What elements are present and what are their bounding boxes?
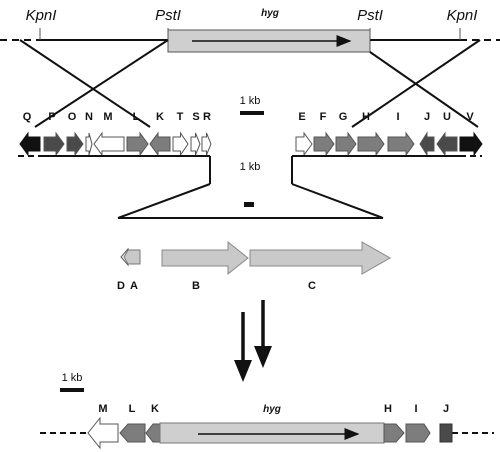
zoom-genes — [120, 240, 392, 276]
cluster-label-L: L — [133, 111, 140, 123]
gene-cluster-left — [19, 131, 212, 157]
top-hyg-label: hyg — [261, 8, 279, 19]
gene-G-arrow — [335, 131, 357, 157]
bottom-label-K: K — [151, 403, 159, 415]
cluster-label-H: H — [362, 111, 370, 123]
cluster-label-Q: Q — [23, 111, 32, 123]
cluster-label-P: P — [48, 111, 55, 123]
scale-mid-bar — [240, 111, 264, 115]
gene-B-arrow — [161, 240, 249, 276]
scale-zoom-bar — [244, 202, 254, 207]
pst-right-label: PstI — [357, 7, 383, 24]
gene-L-arrow — [126, 131, 149, 157]
gene-K-arrow — [149, 131, 171, 157]
bottom-gene-J — [439, 423, 453, 443]
cluster-label-K: K — [156, 111, 164, 123]
gene-P-arrow — [43, 131, 65, 157]
bottom-label-H: H — [384, 403, 392, 415]
scale-mid-label: 1 kb — [240, 95, 261, 107]
gene-U-arrow — [436, 131, 458, 157]
gene-T-arrow — [172, 131, 189, 157]
gene-H-arrow — [357, 131, 385, 157]
gene-F-arrow — [313, 131, 335, 157]
pst-left-label: PstI — [155, 7, 181, 24]
scale-bottom-label: 1 kb — [62, 372, 83, 384]
gene-D-label: D — [117, 280, 125, 292]
gene-O-arrow — [66, 131, 84, 157]
gene-Q-arrow — [19, 131, 41, 157]
cluster-label-T: T — [177, 111, 184, 123]
gene-C-label: C — [308, 280, 316, 292]
gene-E-arrow — [295, 131, 313, 157]
cluster-label-O: O — [68, 111, 77, 123]
cluster-label-F: F — [320, 111, 327, 123]
down-arrow-2-head — [254, 346, 272, 368]
gene-R-arrow — [201, 132, 212, 156]
gene-J-arrow — [419, 131, 435, 157]
bottom-label-I: I — [414, 403, 417, 415]
scale-bottom-bar — [60, 388, 84, 392]
crossover-line-3 — [369, 51, 479, 128]
bottom-gene-K — [145, 423, 161, 443]
gene-C-arrow — [249, 241, 392, 275]
bottom-gene-L — [119, 423, 146, 443]
cluster-label-R: R — [203, 111, 211, 123]
bottom-hyg-box — [159, 422, 385, 444]
gene-I-arrow — [387, 131, 415, 157]
zoom-line-left-diag — [117, 183, 211, 219]
gene-N-arrow — [85, 132, 93, 156]
gene-M-arrow — [93, 131, 125, 157]
cluster-label-S: S — [192, 111, 199, 123]
kpn-right-label: KpnI — [447, 7, 478, 24]
bottom-label-L: L — [129, 403, 136, 415]
cluster-label-V: V — [466, 111, 474, 123]
down-arrow-1-head — [234, 360, 252, 382]
cluster-label-N: N — [85, 111, 93, 123]
crossover-line-4 — [351, 39, 481, 128]
cluster-label-J: J — [424, 111, 430, 123]
kpn-left-label: KpnI — [26, 7, 57, 24]
gene-V-arrow — [459, 131, 483, 157]
cluster-label-M: M — [103, 111, 112, 123]
crossover-line-2 — [34, 39, 169, 128]
bottom-label-J: J — [443, 403, 449, 415]
bottom-label-M: M — [98, 403, 107, 415]
cluster-label-E: E — [298, 111, 305, 123]
gene-B-label: B — [192, 280, 200, 292]
bottom-gene-H — [383, 423, 405, 443]
gene-A-arrow — [123, 249, 141, 265]
cluster-label-I: I — [396, 111, 399, 123]
crossover-line-1 — [19, 39, 151, 128]
gene-S-arrow — [190, 132, 201, 156]
gene-cluster-right — [295, 131, 483, 157]
bottom-gene-I — [405, 423, 431, 443]
bottom-label-hyg: hyg — [263, 404, 281, 415]
zoom-line-right-diag — [291, 183, 384, 219]
cluster-label-U: U — [443, 111, 451, 123]
bottom-gene-M — [87, 416, 119, 450]
cluster-label-G: G — [339, 111, 348, 123]
gene-A-label: A — [130, 280, 138, 292]
scale-zoom-label: 1 kb — [240, 161, 261, 173]
